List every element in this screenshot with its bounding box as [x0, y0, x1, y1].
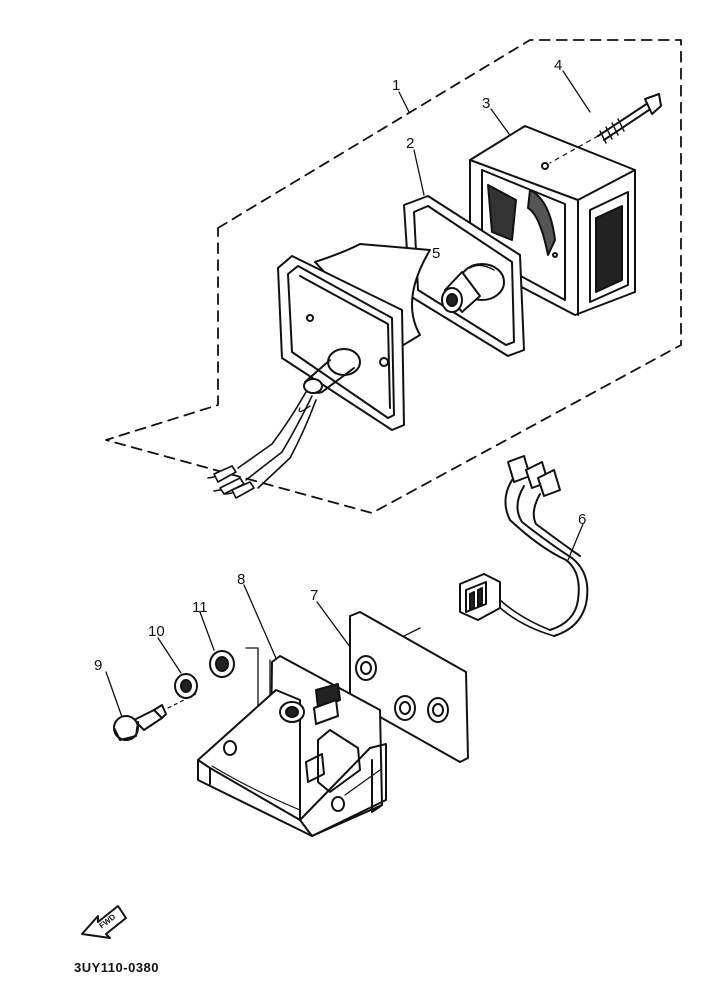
tail-light-bulb	[441, 263, 505, 313]
forward-arrow-icon	[81, 905, 127, 939]
callout-8: 8	[237, 571, 245, 588]
callout-1: 1	[392, 77, 400, 94]
wire-harness	[459, 455, 589, 637]
callout-4: 4	[554, 57, 562, 74]
callout-11: 11	[192, 599, 208, 616]
diagram-part-code: 3UY110-0380	[74, 960, 160, 975]
callout-5: 5	[432, 245, 440, 262]
lamp-wire-leads	[207, 391, 317, 499]
housing-screw	[549, 93, 662, 164]
callout-10: 10	[148, 623, 165, 640]
callout-6: 6	[578, 511, 586, 528]
callout-9: 9	[94, 657, 102, 674]
flat-washer	[174, 673, 198, 699]
callout-2: 2	[406, 135, 414, 152]
assembly-boundary-dashed	[105, 39, 682, 514]
bracket-bolt	[113, 693, 197, 741]
mounting-bracket	[197, 655, 387, 837]
collar-spacer	[209, 650, 235, 678]
light-base-plate	[277, 243, 431, 431]
callout-7: 7	[310, 587, 318, 604]
mounting-plate	[349, 611, 469, 763]
callout-3: 3	[482, 95, 490, 112]
